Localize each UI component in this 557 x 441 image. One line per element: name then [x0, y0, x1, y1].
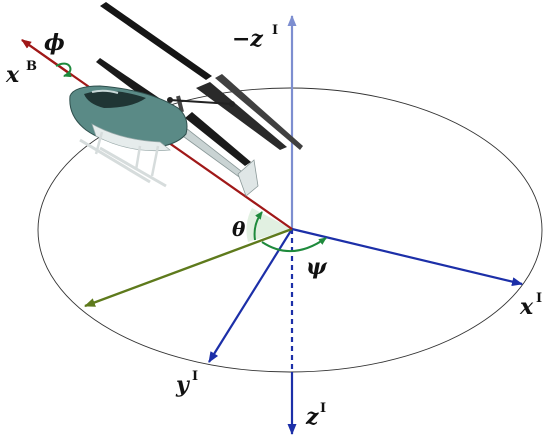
- x-inertial-axis: [291, 227, 523, 287]
- z-inertial-label: z: [305, 404, 319, 430]
- body-axis-projection: [84, 227, 293, 308]
- y-inertial-axis: [208, 228, 293, 363]
- psi-label: ψ: [306, 254, 328, 280]
- helicopter-illustration: [69, 2, 303, 197]
- y-inertial-sup: I: [192, 369, 198, 384]
- psi-arc: [261, 237, 327, 253]
- x-inertial-label: x: [519, 294, 534, 320]
- neg-z-inertial-label: −z: [232, 26, 263, 52]
- phi-label: ϕ: [44, 30, 65, 56]
- theta-arc: [253, 211, 263, 241]
- phi-rotation-arrow: [55, 62, 72, 78]
- x-body-sup: B: [26, 59, 37, 74]
- theta-label: θ: [232, 217, 246, 241]
- x-inertial-sup: I: [536, 291, 542, 306]
- z-inertial-sup: I: [320, 401, 326, 416]
- x-body-label: x: [5, 62, 20, 88]
- y-inertial-label: y: [175, 372, 191, 398]
- neg-z-inertial-sup: I: [272, 23, 278, 38]
- horizontal-plane-ellipse: [37, 87, 543, 373]
